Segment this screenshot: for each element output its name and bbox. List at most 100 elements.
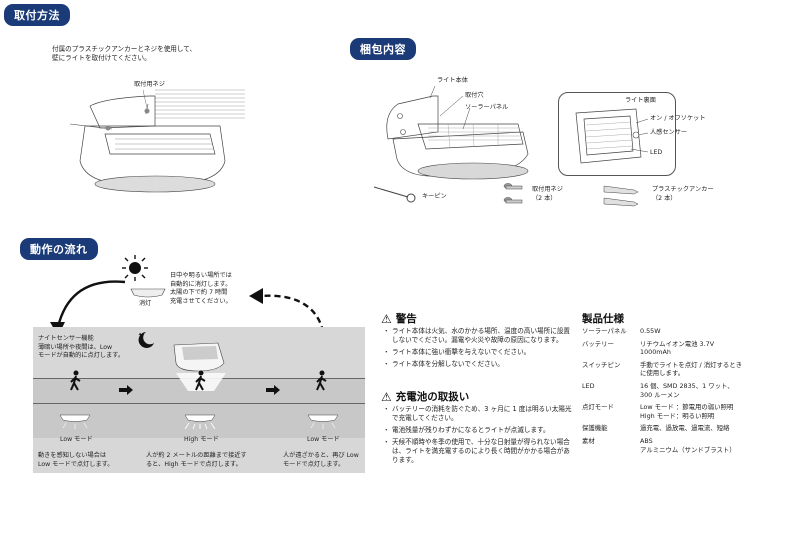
spec-value-line2: 300 ルーメン: [640, 390, 680, 399]
label-solar-panel: ソーラーパネル: [465, 104, 509, 111]
sun-text-2: 自動的に消灯します。: [170, 280, 232, 288]
person-walking-icon-1: [70, 370, 81, 391]
night-text-2: 薄暗い場所や夜間は、Low: [38, 343, 113, 351]
sun-icon: [122, 255, 148, 281]
install-screw-label: 取付用ネジ: [134, 81, 165, 88]
lamp-high-icon-bottom: [184, 414, 216, 430]
moon-icon: ✦: [138, 332, 154, 348]
label-light-back: ライト裏面: [625, 97, 656, 104]
arrow-right-icon-1: [119, 385, 133, 395]
flow-desc-1-line1: 動きを感知しない場合は: [38, 452, 107, 459]
contents-badge: 梱包内容: [350, 38, 416, 60]
label-light-body: ライト本体: [437, 77, 468, 84]
mode-low-label-1: Low モード: [60, 436, 93, 443]
flow-badge: 動作の流れ: [20, 238, 98, 260]
label-motion-sensor: 人感センサー: [650, 129, 688, 136]
anchor-icon: [603, 185, 639, 207]
spec-value-line1: 手動でライトを点灯 / 消灯するとき: [640, 360, 743, 369]
warning-triangle-icon: ⚠: [381, 311, 392, 326]
label-onoff-socket: オン / オフソケット: [650, 115, 706, 122]
mode-low-label-2: Low モード: [307, 436, 340, 443]
label-screw-qty: （2 本）: [532, 194, 557, 202]
spec-row: スイッチピン 手動でライトを点灯 / 消灯するときに使用します。: [582, 361, 782, 382]
battery-item: 電池残量が残りわずかになるとライトが点滅します。: [383, 426, 573, 435]
battery-list: バッテリーの消耗を防ぐため、3 ヶ月に 1 度は明るい太陽光で充電してください。…: [383, 405, 573, 468]
install-illustration: [69, 89, 245, 193]
flow-desc-1-line2: Low モードで点灯します。: [38, 460, 114, 468]
spec-key: 点灯モード: [582, 403, 614, 412]
label-mount-hole: 取付穴: [465, 92, 484, 99]
sun-text-1: 日中や明るい場所では: [170, 272, 232, 279]
label-anchor: プラスチックアンカー （2 本）: [652, 186, 714, 203]
person-walking-icon-2: [195, 370, 206, 391]
flow-desc-2-line2: ると、High モードで点灯します。: [146, 460, 242, 468]
battery-item: バッテリーの消耗を防ぐため、3 ヶ月に 1 度は明るい太陽光で充電してください。: [383, 405, 573, 423]
spec-row: 保護機能 過充電、過放電、過電流、短絡: [582, 424, 782, 437]
spec-title: 製品仕様: [582, 313, 624, 325]
warning-item: ライト本体は火気、水のかかる場所、温度の高い場所に設置しないでください。漏電や火…: [383, 327, 573, 345]
install-text-line1: 付属のプラスチックアンカーとネジを使用して、: [52, 45, 197, 53]
person-walking-icon-3: [316, 370, 327, 391]
sun-text-3: 太陽の下で約 7 時間: [170, 289, 228, 296]
flow-desc-1: 動きを感知しない場合は Low モードで点灯します。: [38, 452, 113, 469]
spec-value-line1: 0.55W: [640, 327, 661, 335]
spec-value: 手動でライトを点灯 / 消灯するときに使用します。: [640, 361, 782, 382]
lamp-low-icon-2: [307, 414, 339, 429]
flow-desc-2-line1: 人が約 2 メートルの距離まで接近す: [146, 452, 247, 459]
back-view-box: [558, 92, 676, 176]
spec-value: 0.55W: [640, 327, 782, 340]
spec-value-line2: High モード：明るい照明: [640, 411, 715, 420]
spec-row: ソーラーパネル 0.55W: [582, 327, 782, 340]
spec-value-line2: アルミニウム（サンドブラスト）: [640, 445, 736, 454]
label-screw-name: 取付用ネジ: [532, 186, 563, 193]
spec-value-line1: 16 個、SMD 2835、1 ワット、: [640, 381, 734, 390]
lamp-low-icon-1: [59, 414, 91, 429]
spec-value-line1: リチウムイオン電池 3.7V: [640, 339, 715, 348]
spec-key: スイッチピン: [582, 360, 621, 369]
warning-list: ライト本体は火気、水のかかる場所、温度の高い場所に設置しないでください。漏電や火…: [383, 327, 573, 372]
scene-line-bottom: [33, 403, 365, 404]
warning-title: 警告: [395, 313, 417, 325]
key-pin-icon: [373, 186, 416, 203]
off-label: 消灯: [139, 300, 152, 307]
spec-key: ソーラーパネル: [582, 327, 627, 335]
spec-value: 16 個、SMD 2835、1 ワット、300 ルーメン: [640, 382, 782, 403]
label-key-pin: キーピン: [422, 193, 447, 200]
arrow-right-icon-2: [266, 385, 280, 395]
light-body-illustration: [386, 85, 529, 180]
spec-value-line1: ABS: [640, 436, 653, 445]
warning-item: ライト本体に強い衝撃を与えないでください。: [383, 348, 573, 357]
svg-text:✦: ✦: [138, 332, 142, 338]
night-text-3: モードが自動的に点灯します。: [38, 352, 125, 359]
light-back-illustration: [575, 108, 649, 164]
flow-desc-3-line1: 人が遠ざかると、再び Low: [283, 452, 359, 459]
spec-key: 保護機能: [582, 424, 608, 433]
label-anchor-name: プラスチックアンカー: [652, 186, 714, 193]
battery-item: 天候不順時や冬季の使用で、十分な日射量が得られない場合は、ライトを満充電するのに…: [383, 438, 573, 465]
install-instructions: 付属のプラスチックアンカーとネジを使用して、 壁にライトを取付けてください。: [52, 45, 196, 63]
battery-header: ⚠ 充電池の取扱い: [381, 389, 469, 404]
label-led: LED: [650, 149, 663, 156]
spec-value: 過充電、過放電、過電流、短絡: [640, 424, 782, 437]
spec-value-line2: 1000mAh: [640, 348, 671, 357]
install-badge: 取付方法: [4, 4, 70, 26]
flow-desc-3: 人が遠ざかると、再び Low モードで点灯します。: [283, 452, 359, 469]
sun-description: 日中や明るい場所では 自動的に消灯します。 太陽の下で約 7 時間 充電させてく…: [170, 272, 232, 306]
spec-key: 素材: [582, 436, 595, 445]
label-anchor-qty: （2 本）: [652, 194, 677, 202]
night-description: ナイトセンサー機能 薄暗い場所や夜間は、Low モードが自動的に点灯します。: [38, 335, 124, 361]
warning-item: ライト本体を分解しないでください。: [383, 360, 573, 369]
battery-title: 充電池の取扱い: [395, 391, 470, 403]
sun-text-4: 充電させてください。: [170, 297, 232, 305]
battery-triangle-icon: ⚠: [381, 389, 392, 404]
night-text-1: ナイトセンサー機能: [38, 335, 94, 342]
warning-header: ⚠ 警告: [381, 311, 417, 326]
label-screw: 取付用ネジ （2 本）: [532, 186, 563, 203]
